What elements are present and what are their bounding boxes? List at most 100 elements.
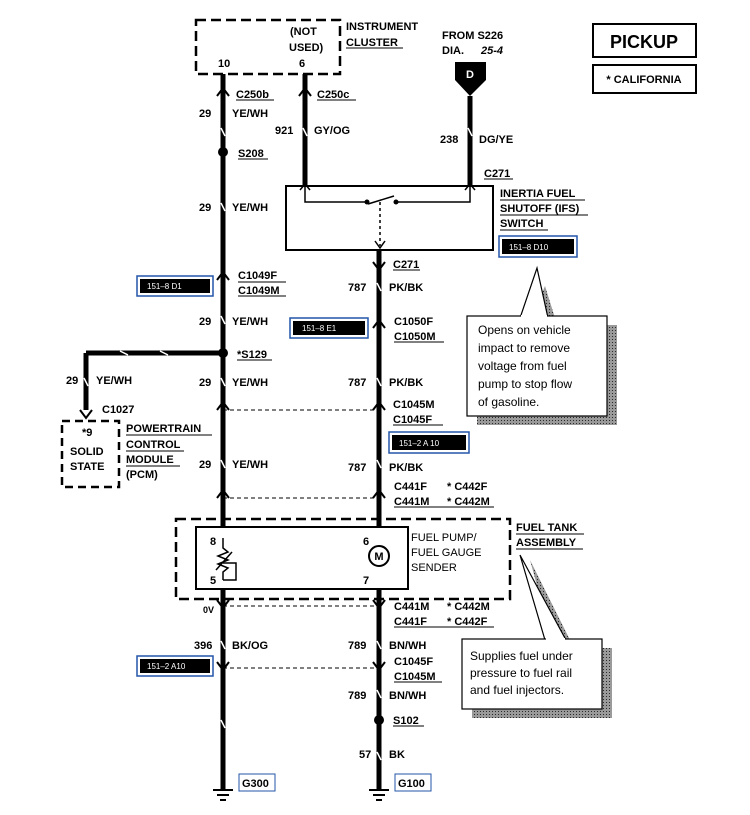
wire-789-1-num: 789	[348, 640, 366, 652]
ifs-callout-line-3: voltage from fuel	[478, 359, 567, 373]
pump-callout-line-2: pressure to fuel rail	[470, 666, 572, 680]
wire-787-3-color: PK/BK	[389, 462, 423, 474]
ref-link-5-text[interactable]: 151–2 A10	[147, 662, 186, 671]
wire-238-color: DG/YE	[479, 134, 513, 146]
ref-link-3[interactable]: 151–8 D10	[498, 235, 578, 258]
pump-callout-line-1: Supplies fuel under	[470, 649, 573, 663]
wire-29-1-num: 29	[199, 108, 211, 120]
fuel-pump-label-1: FUEL PUMP/	[411, 532, 478, 544]
pcm: *9 SOLID STATE POWERTRAIN CONTROL MODULE…	[60, 419, 212, 489]
connector-c271-bottom: C271	[393, 259, 419, 271]
connector-c1045m-top: C1045M	[393, 399, 435, 411]
from-dia-ref: 25-4	[480, 45, 503, 57]
ref-link-3-text[interactable]: 151–8 D10	[509, 243, 549, 252]
ref-link-1[interactable]: 151–8 D1	[136, 275, 214, 297]
wire-29-3-color: YE/WH	[232, 316, 268, 328]
connector-arrows	[79, 86, 386, 672]
ref-link-4[interactable]: 151–2 A 10	[388, 431, 470, 454]
ref-link-2-text[interactable]: 151–8 E1	[302, 324, 337, 333]
fuel-tank-label-2: ASSEMBLY	[516, 537, 577, 549]
from-s226: FROM S226 DIA. 25-4 D	[442, 30, 503, 96]
sender-pin-5: 5	[210, 575, 216, 587]
connector-c442f-top: * C442F	[447, 481, 488, 493]
connector-c442m-top: * C442M	[447, 496, 490, 508]
ifs-label-3: SWITCH	[500, 218, 543, 230]
connector-c441m-top: C441M	[394, 496, 429, 508]
fuel-pump-label-3: SENDER	[411, 562, 457, 574]
ground-g300[interactable]: G300	[242, 778, 269, 790]
cluster-pin-6: 6	[299, 58, 305, 70]
cluster-pin-10: 10	[218, 58, 230, 70]
pcm-pin-note: *9	[82, 427, 92, 439]
instrument-cluster-label-1: INSTRUMENT	[346, 21, 418, 33]
instrument-cluster: (NOT USED) 10 6 INSTRUMENT CLUSTER	[194, 18, 418, 76]
connector-c250c: C250c	[317, 89, 349, 101]
connector-c442m-bot: * C442M	[447, 601, 490, 613]
voltage-label: 0V	[203, 605, 214, 615]
splice-s208: S208	[238, 148, 264, 160]
connector-c441m-bot: C441M	[394, 601, 429, 613]
wire-29-5-color: YE/WH	[232, 459, 268, 471]
wire-29-2-color: YE/WH	[232, 202, 268, 214]
pump-callout: Supplies fuel under pressure to fuel rai…	[461, 554, 612, 718]
pickup-title: PICKUP	[610, 32, 678, 52]
splice-s129: *S129	[237, 349, 267, 361]
not-used-text-2: USED)	[289, 42, 324, 54]
wire-787-2-num: 787	[348, 377, 366, 389]
pickup-title-box: PICKUP	[592, 23, 697, 58]
wire-29-pcm-num: 29	[66, 375, 78, 387]
ifs-callout-line-1: Opens on vehicle	[478, 323, 571, 337]
fuel-pump-label-2: FUEL GAUGE	[411, 547, 482, 559]
ifs-callout-line-2: impact to remove	[478, 341, 570, 355]
ground-g100[interactable]: G100	[398, 778, 425, 790]
wire-slashes	[83, 127, 473, 761]
wire-789-2-color: BN/WH	[389, 690, 426, 702]
splice-tag-d: D	[466, 69, 474, 81]
wire-789-1-color: BN/WH	[389, 640, 426, 652]
wire-921-color: GY/OG	[314, 125, 350, 137]
wire-787-1-num: 787	[348, 282, 366, 294]
pcm-solid: SOLID	[70, 446, 104, 458]
wire-29-pcm-color: YE/WH	[96, 375, 132, 387]
instrument-cluster-label-2: CLUSTER	[346, 37, 398, 49]
wire-787-1-color: PK/BK	[389, 282, 423, 294]
wire-labels: 29 YE/WH 921 GY/OG 238 DG/YE 29 YE/WH 78…	[66, 108, 513, 761]
fuel-tank-label-1: FUEL TANK	[516, 522, 577, 534]
connector-c1045f-bot: C1045F	[394, 656, 433, 668]
pcm-label-2: CONTROL	[126, 439, 181, 451]
ground-g100-link[interactable]: G100	[394, 773, 432, 792]
wire-29-3-num: 29	[199, 316, 211, 328]
pump-pin-6: 6	[363, 536, 369, 548]
wire-29-2-num: 29	[199, 202, 211, 214]
california-note-box: * CALIFORNIA	[592, 64, 697, 94]
connector-c1045f-top: C1045F	[393, 414, 432, 426]
connector-c1049f: C1049F	[238, 270, 277, 282]
wire-57-num: 57	[359, 749, 371, 761]
ground-g300-link[interactable]: G300	[238, 773, 276, 792]
ref-link-2[interactable]: 151–8 E1	[289, 317, 369, 339]
wire-238-num: 238	[440, 134, 458, 146]
from-s226-label: FROM S226	[442, 30, 503, 42]
connector-c271-top: C271	[484, 168, 510, 180]
connector-c441f-top: C441F	[394, 481, 427, 493]
wire-789-2-num: 789	[348, 690, 366, 702]
connector-labels: C250b C250c S208 C271 C271 C1049F C1049M…	[102, 89, 513, 727]
sender-pin-8: 8	[210, 536, 216, 548]
wire-29-5-num: 29	[199, 459, 211, 471]
wire-396-num: 396	[194, 640, 212, 652]
connector-c442f-bot: * C442F	[447, 616, 488, 628]
ref-link-5[interactable]: 151–2 A10	[136, 655, 214, 677]
ifs-callout: Opens on vehicle impact to remove voltag…	[466, 265, 617, 425]
connector-c1050m: C1050M	[394, 331, 436, 343]
connector-c1045m-bot: C1045M	[394, 671, 436, 683]
wire-787-2-color: PK/BK	[389, 377, 423, 389]
ref-link-4-text[interactable]: 151–2 A 10	[399, 439, 440, 448]
ref-link-1-text[interactable]: 151–8 D1	[147, 282, 182, 291]
pcm-label-4: (PCM)	[126, 469, 158, 481]
wire-787-3-num: 787	[348, 462, 366, 474]
connector-c441f-bot: C441F	[394, 616, 427, 628]
pcm-label-1: POWERTRAIN	[126, 423, 201, 435]
connector-dashes	[223, 409, 379, 669]
wire-29-4-num: 29	[199, 377, 211, 389]
